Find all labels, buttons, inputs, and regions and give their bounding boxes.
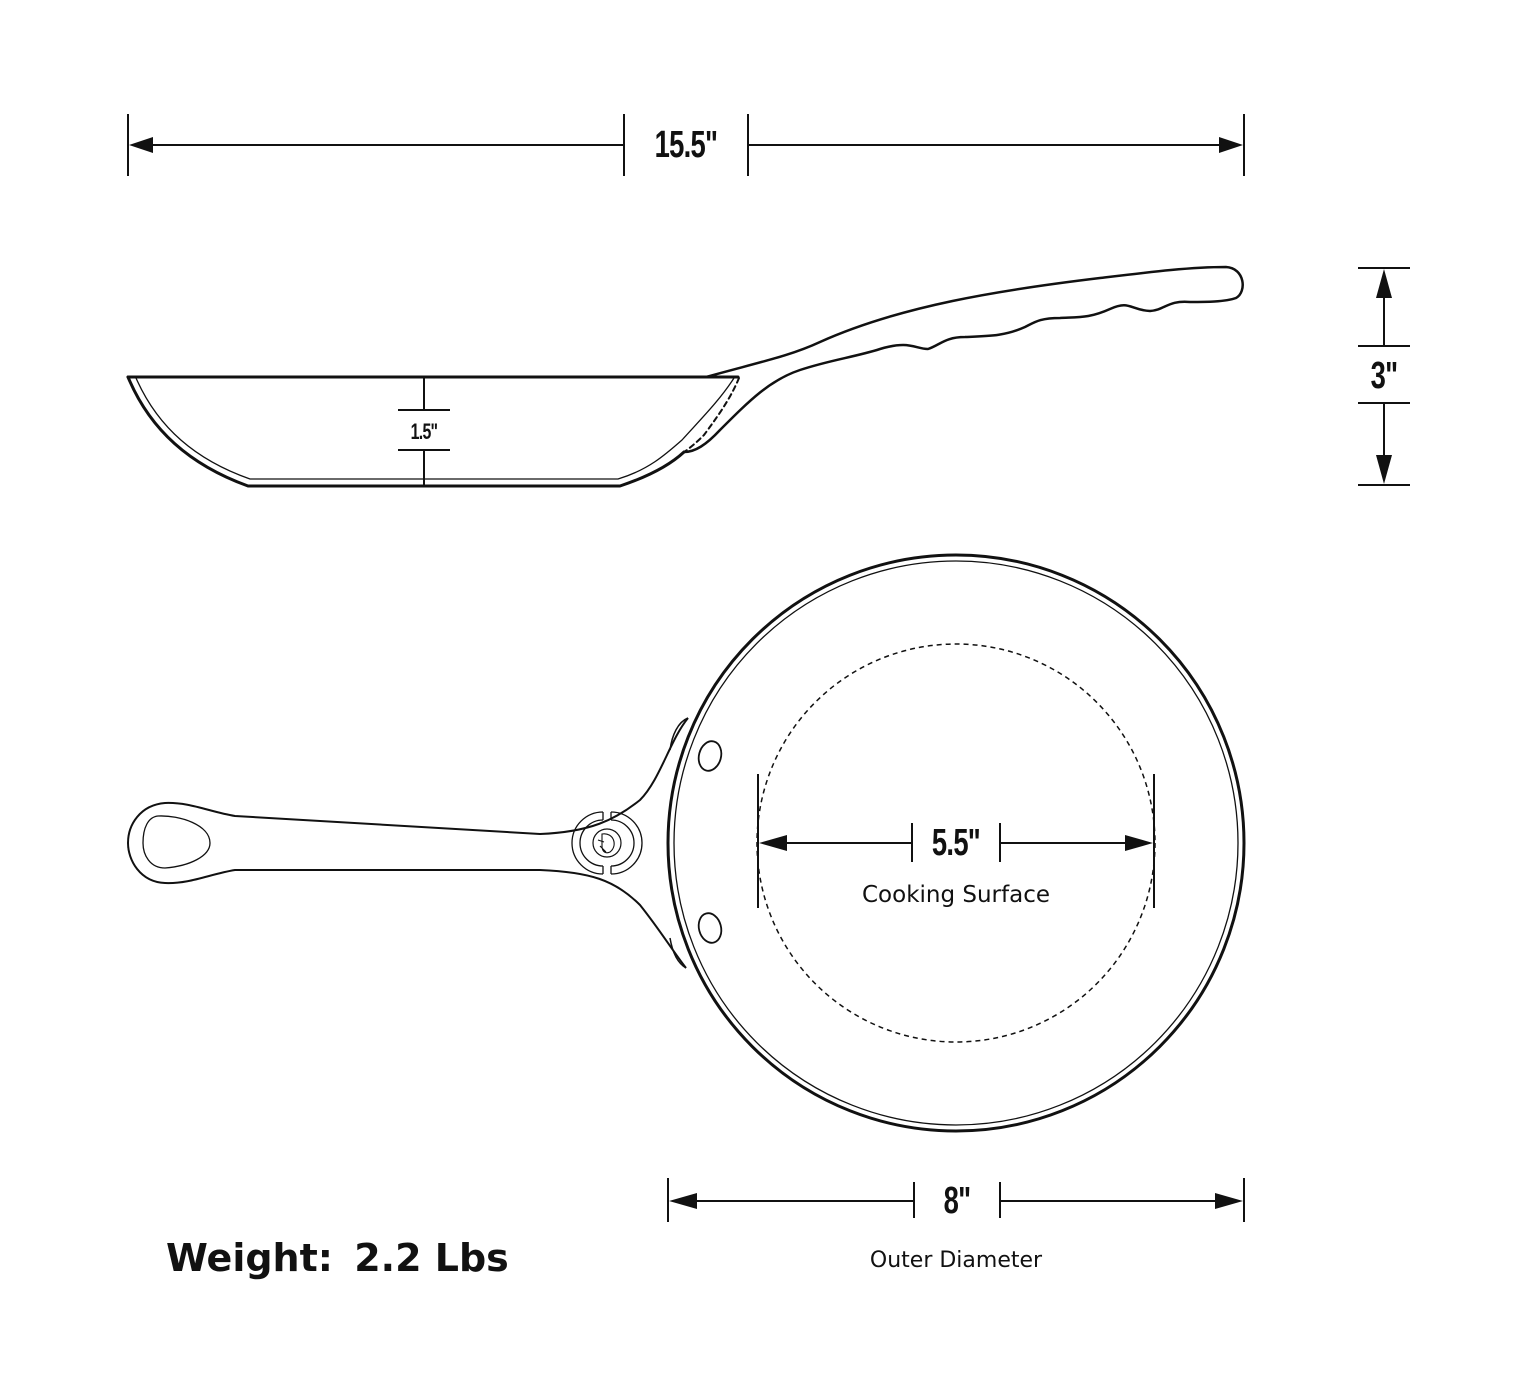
depth-dimension xyxy=(398,377,450,486)
depth-label: 1.5" xyxy=(410,419,438,444)
arrow-right-icon xyxy=(1215,1193,1243,1209)
weight-label: Weight: 2.2 Lbs xyxy=(166,1236,509,1280)
cooking-surface-dimension xyxy=(757,774,1155,908)
height-dimension xyxy=(1358,267,1410,486)
outer-diameter-caption: Outer Diameter xyxy=(869,1248,1043,1273)
weight-title: Weight: xyxy=(166,1236,333,1280)
arrow-down-icon xyxy=(1376,455,1392,484)
cooking-surface-caption: Cooking Surface xyxy=(861,882,1051,908)
cooking-surface-label: 5.5" xyxy=(931,822,981,864)
height-label: 3" xyxy=(1370,355,1398,397)
weight-value: 2.2 Lbs xyxy=(354,1236,509,1280)
brand-logo-icon xyxy=(571,811,643,875)
overall-length-label: 15.5" xyxy=(654,124,718,166)
pan-side-view xyxy=(126,265,1244,488)
arrow-left-icon xyxy=(759,835,787,851)
pan-top-view xyxy=(126,553,1246,1133)
arrow-up-icon xyxy=(1376,269,1392,298)
arrow-right-icon xyxy=(1125,835,1153,851)
arrow-left-icon xyxy=(669,1193,697,1209)
overall-length-dimension xyxy=(127,114,1245,176)
arrow-left-icon xyxy=(129,137,153,153)
arrow-right-icon xyxy=(1219,137,1243,153)
outer-diameter-label: 8" xyxy=(943,1180,971,1222)
outer-diameter-dimension xyxy=(667,1178,1245,1222)
